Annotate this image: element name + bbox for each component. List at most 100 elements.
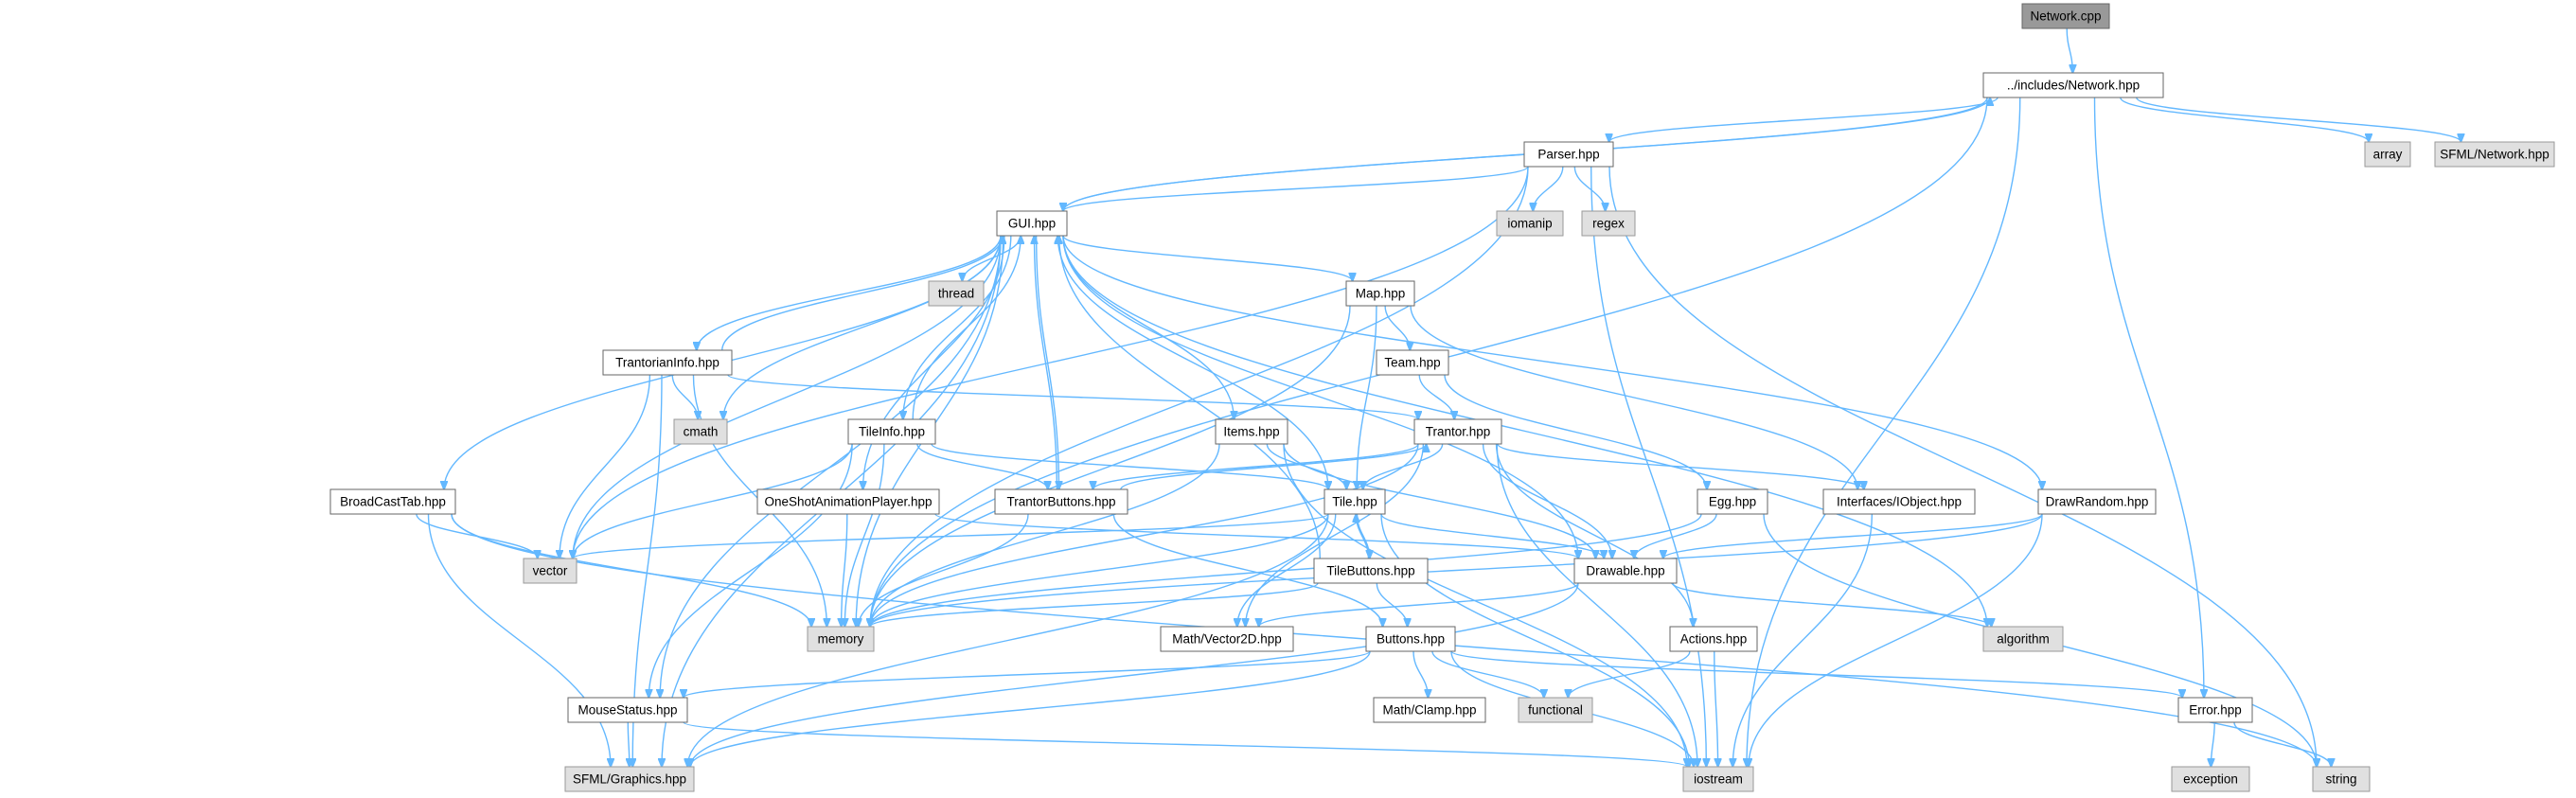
node-vector: vector bbox=[523, 558, 577, 584]
node-sfml-graphics: SFML/Graphics.hpp bbox=[564, 766, 695, 792]
node-box bbox=[1365, 626, 1456, 652]
node-label: Network.cpp bbox=[2030, 9, 2101, 24]
edge-network_hpp-to-parser bbox=[1609, 97, 1999, 142]
edge-map-to-team bbox=[1384, 305, 1410, 350]
node-box bbox=[1345, 280, 1415, 307]
node-box bbox=[1160, 626, 1294, 652]
edge-error-to-exception bbox=[2211, 721, 2215, 767]
node-box bbox=[996, 210, 1068, 237]
edge-team-to-trantor bbox=[1418, 374, 1454, 419]
edge-network_hpp-to-array bbox=[2120, 97, 2369, 142]
edge-tile-to-sfml_graphics bbox=[687, 513, 1329, 767]
node-buttons[interactable]: Buttons.hpp bbox=[1365, 626, 1456, 652]
node-box bbox=[1496, 210, 1564, 237]
edge-parser-to-vector bbox=[573, 166, 1529, 559]
node-box bbox=[1682, 766, 1754, 792]
node-label: regex bbox=[1592, 217, 1625, 231]
node-box bbox=[2364, 141, 2411, 168]
node-box bbox=[1313, 558, 1429, 584]
node-functional: functional bbox=[1518, 697, 1593, 723]
node-box bbox=[564, 766, 695, 792]
edge-items-to-iostream bbox=[1283, 443, 1687, 767]
node-memory: memory bbox=[807, 626, 875, 652]
node-array: array bbox=[2364, 141, 2411, 168]
node-drawable[interactable]: Drawable.hpp bbox=[1573, 558, 1678, 584]
node-label: cmath bbox=[684, 425, 719, 439]
node-box bbox=[928, 280, 985, 307]
node-iobject[interactable]: Interfaces/IObject.hpp bbox=[1822, 488, 1976, 515]
node-oneshot[interactable]: OneShotAnimationPlayer.hpp bbox=[756, 488, 940, 515]
node-gui[interactable]: GUI.hpp bbox=[996, 210, 1068, 237]
node-error[interactable]: Error.hpp bbox=[2177, 697, 2253, 723]
edge-parser-to-iomanip bbox=[1533, 166, 1564, 211]
node-label: Math/Vector2D.hpp bbox=[1172, 632, 1282, 647]
edge-gui-to-drawable bbox=[1062, 235, 1578, 559]
node-box bbox=[1581, 210, 1636, 237]
edge-buttons-to-sfml_graphics bbox=[690, 650, 1371, 767]
node-algorithm: algorithm bbox=[1982, 626, 2064, 652]
node-broadcast[interactable]: BroadCastTab.hpp bbox=[329, 488, 456, 515]
node-parser[interactable]: Parser.hpp bbox=[1523, 141, 1614, 168]
node-box bbox=[847, 418, 936, 445]
edge-tile-to-iostream bbox=[1380, 513, 1689, 767]
node-label: functional bbox=[1528, 703, 1583, 718]
node-items[interactable]: Items.hpp bbox=[1215, 418, 1288, 445]
edge-drawable-to-sfml_graphics bbox=[690, 582, 1579, 767]
node-trantor[interactable]: Trantor.hpp bbox=[1413, 418, 1502, 445]
node-label: iomanip bbox=[1507, 217, 1552, 231]
edge-tileinfo-to-vector bbox=[573, 443, 853, 559]
edge-parser-to-memory bbox=[870, 166, 1529, 627]
node-network-cpp[interactable]: Network.cpp bbox=[2021, 3, 2110, 29]
node-trantorianinfo[interactable]: TrantorianInfo.hpp bbox=[602, 349, 733, 376]
node-actions[interactable]: Actions.hpp bbox=[1669, 626, 1758, 652]
node-egg[interactable]: Egg.hpp bbox=[1697, 488, 1768, 515]
node-box bbox=[807, 626, 875, 652]
node-label: OneShotAnimationPlayer.hpp bbox=[764, 495, 932, 509]
node-mousestatus[interactable]: MouseStatus.hpp bbox=[567, 697, 688, 723]
node-label: Items.hpp bbox=[1223, 425, 1279, 439]
edge-tileinfo-to-trantorbuttons bbox=[916, 443, 1048, 489]
edge-tile-to-drawable bbox=[1380, 513, 1604, 559]
node-network-hpp[interactable]: ../includes/Network.hpp bbox=[1982, 72, 2164, 98]
node-label: BroadCastTab.hpp bbox=[340, 495, 446, 509]
node-iomanip: iomanip bbox=[1496, 210, 1564, 237]
node-label: TrantorianInfo.hpp bbox=[615, 356, 720, 370]
node-label: SFML/Network.hpp bbox=[2440, 148, 2549, 162]
node-label: Trantor.hpp bbox=[1426, 425, 1491, 439]
edge-tilebuttons-to-buttons bbox=[1376, 582, 1407, 627]
node-team[interactable]: Team.hpp bbox=[1376, 349, 1449, 376]
node-label: Drawable.hpp bbox=[1586, 564, 1664, 578]
edge-oneshot-to-memory bbox=[842, 513, 848, 627]
node-label: Team.hpp bbox=[1384, 356, 1440, 370]
edge-gui-to-drawrandom bbox=[1062, 235, 2042, 489]
node-clamp[interactable]: Math/Clamp.hpp bbox=[1373, 697, 1486, 723]
node-tilebuttons[interactable]: TileButtons.hpp bbox=[1313, 558, 1429, 584]
edge-mousestatus-to-iostream bbox=[683, 721, 1687, 767]
node-box bbox=[673, 418, 728, 445]
node-tile[interactable]: Tile.hpp bbox=[1324, 488, 1386, 515]
node-label: Math/Clamp.hpp bbox=[1382, 703, 1476, 718]
node-trantorbuttons[interactable]: TrantorButtons.hpp bbox=[994, 488, 1128, 515]
node-drawrandom[interactable]: DrawRandom.hpp bbox=[2037, 488, 2157, 515]
edge-team-to-egg bbox=[1444, 374, 1707, 489]
node-map[interactable]: Map.hpp bbox=[1345, 280, 1415, 307]
node-tileinfo[interactable]: TileInfo.hpp bbox=[847, 418, 936, 445]
node-box bbox=[1669, 626, 1758, 652]
node-box bbox=[1982, 72, 2164, 98]
edge-tilebuttons-to-memory bbox=[870, 582, 1319, 627]
edge-trantorianinfo-to-trantor bbox=[727, 374, 1418, 419]
edge-trantor-to-drawable bbox=[1482, 443, 1612, 559]
node-box bbox=[2177, 697, 2253, 723]
edge-oneshot-to-drawable bbox=[934, 513, 1578, 559]
node-label: Parser.hpp bbox=[1537, 148, 1599, 162]
edge-trantor-to-memory bbox=[870, 443, 1419, 627]
edge-parser-to-gui bbox=[1063, 166, 1529, 211]
edge-tileinfo-to-memory bbox=[844, 443, 885, 627]
edge-items-to-memory bbox=[870, 443, 1220, 627]
edge-mousestatus-to-sfml_graphics bbox=[628, 721, 630, 767]
node-box bbox=[2434, 141, 2555, 168]
edge-tile-to-gui bbox=[1057, 236, 1329, 490]
node-vector2d[interactable]: Math/Vector2D.hpp bbox=[1160, 626, 1294, 652]
